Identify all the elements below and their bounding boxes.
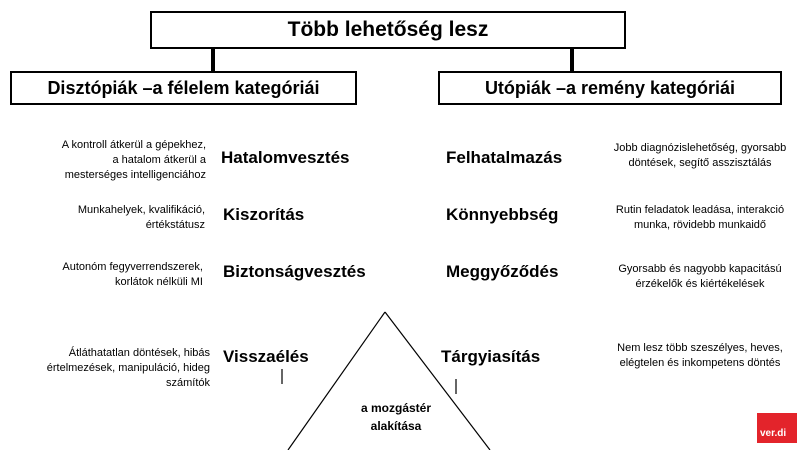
main-title-box: Több lehetőség lesz — [150, 11, 626, 49]
connector-right — [570, 49, 574, 71]
utopia-desc-1: Jobb diagnózislehetőség, gyorsabb döntés… — [613, 142, 787, 169]
triangle-label: a mozgástér alakítása — [316, 399, 476, 435]
connector-left — [211, 49, 215, 71]
triangle-left-edge — [287, 311, 386, 450]
dystopia-desc-1: A kontroll átkerül a gépekhez, a hatalom… — [61, 139, 206, 181]
utopia-header: Utópiák –a remény kategóriái — [484, 77, 736, 98]
dystopia-term-3: Biztonságvesztés — [223, 262, 366, 281]
utopia-desc-2: Rutin feladatok leadása, interakció munk… — [615, 204, 785, 231]
utopia-desc-4: Nem lesz több szeszélyes, heves, elégtel… — [617, 342, 783, 369]
main-title: Több lehetőség lesz — [287, 18, 489, 41]
dystopia-header-box: Disztópiák –a félelem kategóriái — [10, 71, 357, 105]
verdi-logo: ver.di — [757, 413, 797, 443]
triangle-right-edge — [384, 311, 491, 450]
dystopia-term-2: Kiszorítás — [223, 205, 305, 224]
utopia-term-4: Tárgyiasítás — [441, 347, 541, 366]
utopia-desc-3: Gyorsabb és nagyobb kapacitású érzékelők… — [618, 263, 782, 290]
utopia-term-2: Könnyebbség — [446, 205, 559, 224]
dystopia-desc-2: Munkahelyek, kvalifikáció, értékstátusz — [77, 204, 205, 231]
verdi-logo-text: ver.di — [760, 428, 787, 439]
dystopia-desc-4: Átláthatatlan döntések, hibás értelmezés… — [46, 347, 210, 389]
dystopia-desc-3: Autonóm fegyverrendszerek, korlátok nélk… — [62, 261, 203, 288]
dystopia-term-4: Visszaélés — [223, 347, 309, 366]
utopia-term-3: Meggyőződés — [446, 262, 559, 281]
triangle-label-line1: a mozgástér — [360, 401, 432, 415]
utopia-term-1: Felhatalmazás — [446, 148, 563, 167]
dystopia-header: Disztópiák –a félelem kategóriái — [47, 77, 320, 98]
utopia-header-box: Utópiák –a remény kategóriái — [438, 71, 782, 105]
dystopia-term-1: Hatalomvesztés — [221, 148, 350, 167]
triangle-label-line2: alakítása — [370, 419, 422, 433]
